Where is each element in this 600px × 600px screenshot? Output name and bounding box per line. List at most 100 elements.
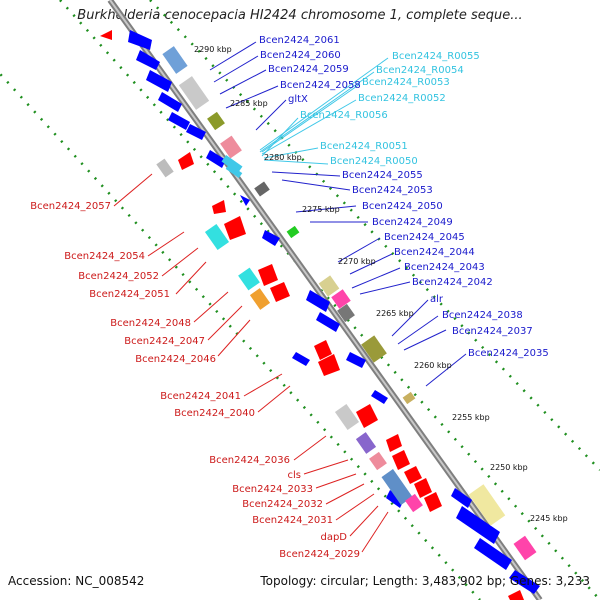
gene-label[interactable]: Bcen2424_R0051 bbox=[320, 141, 408, 152]
gene-label[interactable]: Bcen2424_2041 bbox=[160, 391, 241, 402]
rna-gene[interactable] bbox=[221, 154, 243, 174]
cog-block[interactable] bbox=[381, 469, 413, 505]
gene-label[interactable]: Bcen2424_2060 bbox=[260, 50, 341, 61]
reverse-gene[interactable] bbox=[178, 152, 194, 170]
forward-gene[interactable] bbox=[346, 352, 366, 368]
gene-label[interactable]: Bcen2424_2051 bbox=[89, 289, 170, 300]
cog-block[interactable] bbox=[178, 76, 210, 110]
gene-label[interactable]: Bcen2424_2047 bbox=[124, 336, 205, 347]
gene-label[interactable]: Bcen2424_2054 bbox=[64, 251, 145, 262]
forward-gene[interactable] bbox=[262, 230, 280, 246]
cog-block[interactable] bbox=[331, 289, 351, 309]
cog-block[interactable] bbox=[207, 111, 225, 131]
forward-gene[interactable] bbox=[386, 490, 404, 508]
cog-block[interactable] bbox=[162, 46, 188, 74]
gene-label[interactable]: Bcen2424_R0054 bbox=[376, 65, 464, 76]
cog-block[interactable] bbox=[355, 432, 377, 454]
gene-label[interactable]: Bcen2424_R0056 bbox=[300, 110, 388, 121]
cog-block[interactable] bbox=[220, 135, 242, 159]
map-title: Burkholderia cenocepacia HI2424 chromoso… bbox=[77, 8, 523, 23]
forward-gene[interactable] bbox=[168, 112, 190, 130]
reverse-gene[interactable] bbox=[318, 354, 340, 376]
gene-label[interactable]: Bcen2424_2043 bbox=[404, 262, 485, 273]
gene-label[interactable]: Bcen2424_2038 bbox=[442, 310, 523, 321]
cog-block[interactable] bbox=[361, 335, 387, 363]
gene-label[interactable]: Bcen2424_2050 bbox=[362, 201, 443, 212]
reverse-gene[interactable] bbox=[392, 450, 410, 470]
reverse-gene[interactable] bbox=[356, 404, 378, 428]
cog-block[interactable] bbox=[249, 288, 271, 310]
forward-gene[interactable] bbox=[451, 488, 472, 508]
gene-label[interactable]: Bcen2424_2037 bbox=[452, 326, 533, 337]
gene-label[interactable]: Bcen2424_2042 bbox=[412, 277, 493, 288]
cog-block[interactable] bbox=[402, 391, 416, 405]
gene-label[interactable]: Bcen2424_2032 bbox=[242, 499, 323, 510]
cog-block[interactable] bbox=[513, 535, 537, 561]
cog-block[interactable] bbox=[156, 158, 174, 178]
forward-gene[interactable] bbox=[456, 506, 500, 544]
gene-label[interactable]: Bcen2424_2040 bbox=[174, 408, 255, 419]
forward-gene[interactable] bbox=[509, 570, 540, 594]
forward-gene[interactable] bbox=[128, 30, 152, 50]
gene-label[interactable]: Bcen2424_2058 bbox=[280, 80, 361, 91]
gene-label[interactable]: Bcen2424_R0052 bbox=[358, 93, 446, 104]
gene-label[interactable]: Bcen2424_2049 bbox=[372, 217, 453, 228]
reverse-gene[interactable] bbox=[100, 30, 112, 40]
forward-gene[interactable] bbox=[371, 390, 388, 404]
gene-label[interactable]: Bcen2424_2029 bbox=[279, 549, 360, 560]
gene-label[interactable]: cls bbox=[288, 470, 302, 481]
cog-block[interactable] bbox=[254, 181, 270, 197]
reverse-gene[interactable] bbox=[414, 478, 432, 498]
reverse-gene[interactable] bbox=[258, 264, 278, 286]
gene-label[interactable]: dapD bbox=[320, 532, 347, 543]
gene-label[interactable]: Bcen2424_R0050 bbox=[330, 156, 418, 167]
cog-block[interactable] bbox=[204, 223, 230, 251]
gene-label[interactable]: Bcen2424_2036 bbox=[209, 455, 290, 466]
gene-label[interactable]: Bcen2424_2046 bbox=[135, 354, 216, 365]
gene-label[interactable]: Bcen2424_2052 bbox=[78, 271, 159, 282]
gene-label[interactable]: Bcen2424_2059 bbox=[268, 64, 349, 75]
forward-gene[interactable] bbox=[292, 352, 310, 366]
forward-gene[interactable] bbox=[240, 195, 250, 206]
gene-label[interactable]: Bcen2424_2033 bbox=[232, 484, 313, 495]
gene-label[interactable]: Bcen2424_R0053 bbox=[362, 77, 450, 88]
cog-block[interactable] bbox=[334, 403, 360, 431]
reverse-gene[interactable] bbox=[404, 466, 422, 484]
reverse-gene[interactable] bbox=[270, 282, 290, 302]
blue-leader-lines bbox=[209, 41, 467, 387]
reverse-gene[interactable] bbox=[314, 340, 332, 360]
reverse-gene[interactable] bbox=[224, 216, 246, 240]
gene-label[interactable]: Bcen2424_2031 bbox=[252, 515, 333, 526]
gene-label[interactable]: Bcen2424_2053 bbox=[352, 185, 433, 196]
rna-gene[interactable] bbox=[225, 163, 243, 179]
cog-block[interactable] bbox=[369, 451, 387, 471]
cog-block[interactable] bbox=[405, 493, 423, 513]
forward-gene[interactable] bbox=[136, 50, 160, 70]
gene-label[interactable]: Bcen2424_R0055 bbox=[392, 51, 480, 62]
gene-label[interactable]: Bcen2424_2055 bbox=[342, 170, 423, 181]
forward-gene[interactable] bbox=[146, 70, 172, 92]
cog-block[interactable] bbox=[337, 303, 355, 323]
forward-gene[interactable] bbox=[316, 312, 340, 332]
cog-block[interactable] bbox=[286, 225, 300, 239]
forward-gene[interactable] bbox=[186, 124, 206, 140]
cog-block[interactable] bbox=[468, 484, 506, 526]
gene-label[interactable]: Bcen2424_2045 bbox=[384, 232, 465, 243]
gene-label[interactable]: Bcen2424_2035 bbox=[468, 348, 549, 359]
gene-label[interactable]: Bcen2424_2057 bbox=[30, 201, 111, 212]
gene-label[interactable]: Bcen2424_2048 bbox=[110, 318, 191, 329]
gene-label[interactable]: gltX bbox=[288, 94, 308, 105]
reverse-gene[interactable] bbox=[212, 200, 226, 214]
forward-gene[interactable] bbox=[474, 538, 512, 570]
reverse-gene[interactable] bbox=[386, 434, 402, 452]
forward-gene[interactable] bbox=[206, 150, 226, 168]
forward-gene[interactable] bbox=[306, 290, 330, 312]
forward-gene[interactable] bbox=[158, 92, 182, 112]
reverse-gene[interactable] bbox=[508, 590, 524, 600]
reverse-gene[interactable] bbox=[424, 492, 442, 512]
cog-block[interactable] bbox=[238, 267, 260, 291]
gene-label[interactable]: Bcen2424_2044 bbox=[394, 247, 475, 258]
cog-block[interactable] bbox=[318, 275, 340, 297]
gene-label[interactable]: Bcen2424_2061 bbox=[259, 35, 340, 46]
gene-label[interactable]: alr bbox=[430, 294, 444, 305]
